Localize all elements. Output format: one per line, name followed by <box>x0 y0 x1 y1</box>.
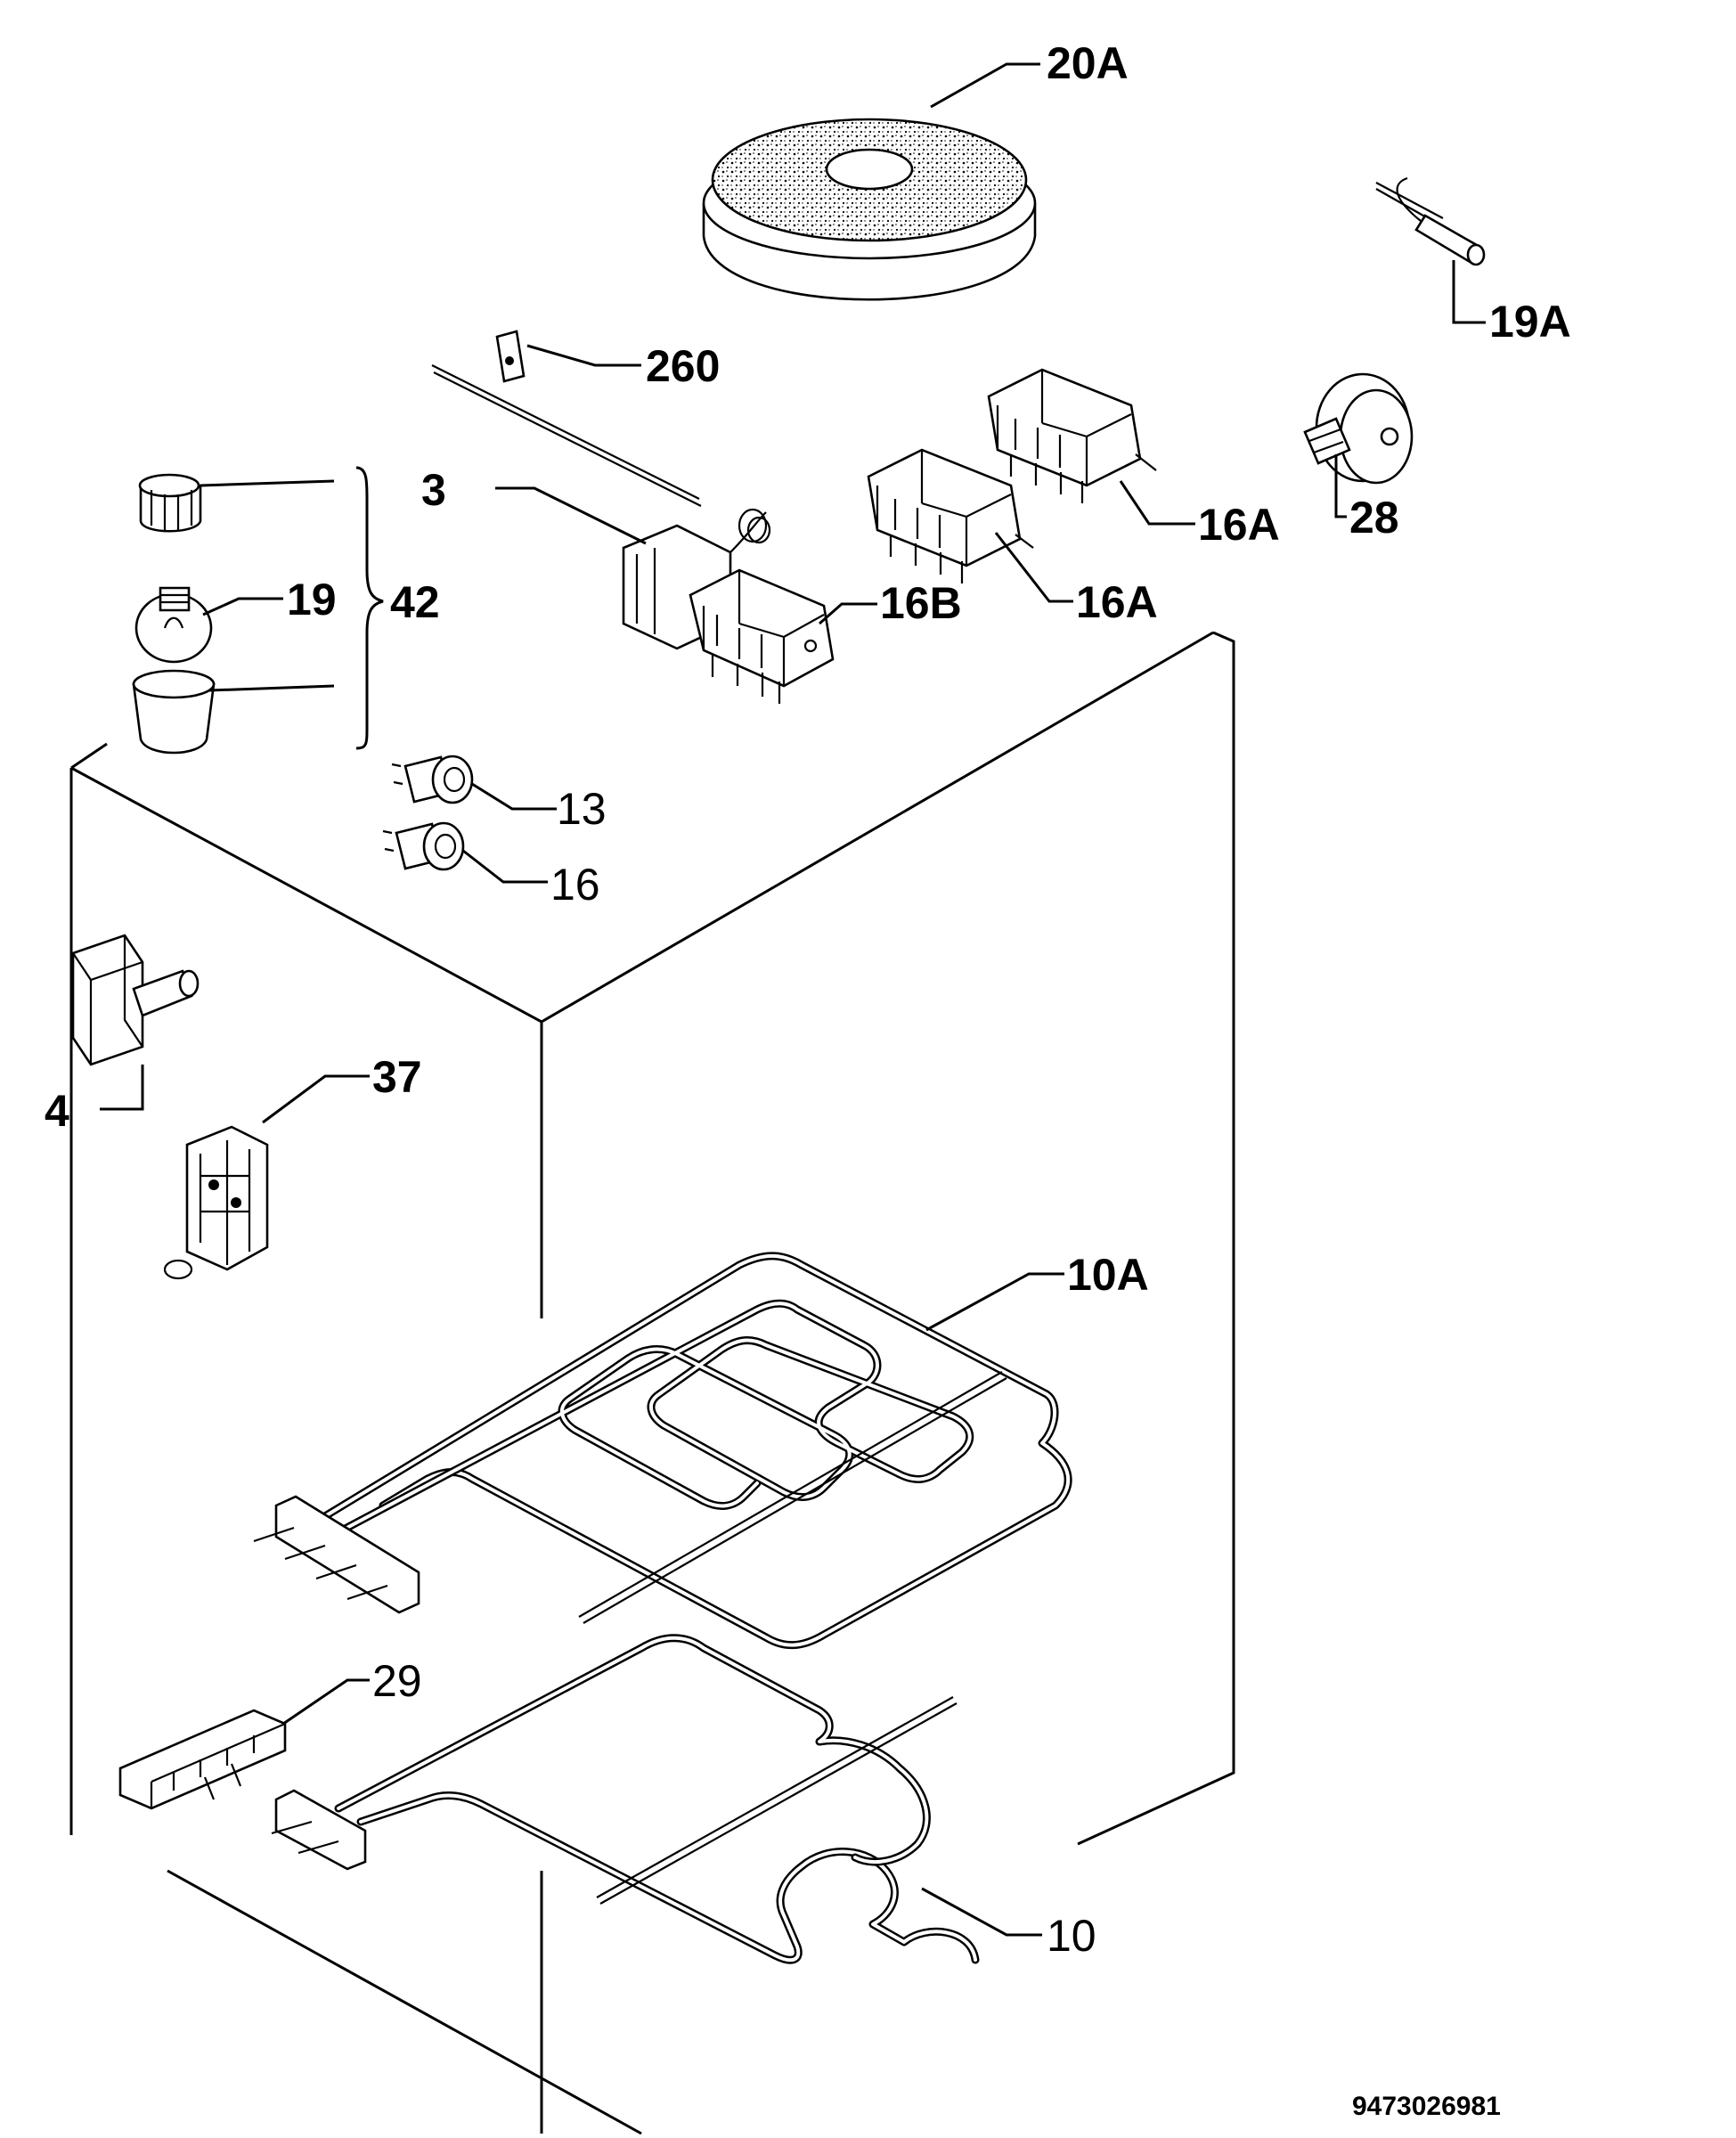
label-29: 29 <box>372 1656 422 1706</box>
label-42: 42 <box>390 577 440 627</box>
label-10A: 10A <box>1067 1250 1149 1300</box>
label-4: 4 <box>45 1086 69 1136</box>
label-19: 19 <box>287 575 337 624</box>
label-10: 10 <box>1047 1911 1096 1961</box>
label-13: 13 <box>557 784 607 834</box>
label-28: 28 <box>1349 493 1399 543</box>
switch-16A-lower <box>867 448 1034 583</box>
label-20A: 20A <box>1047 38 1129 88</box>
switch-16B <box>689 568 835 704</box>
grill-element-10A <box>253 1252 1072 1650</box>
lamp-bracket-brace <box>355 466 384 750</box>
label-16B: 16B <box>880 578 962 628</box>
switch-16A-upper <box>987 368 1157 503</box>
sensor-probe-19A <box>1375 176 1486 266</box>
bottom-element-10 <box>271 1634 980 1964</box>
capillary-bracket-260 <box>431 330 702 507</box>
lamp-bulb-19 <box>134 586 213 664</box>
cabinet-outline <box>69 631 1235 2135</box>
label-16A-upper: 16A <box>1198 500 1280 550</box>
timer-motor-28 <box>1303 372 1414 485</box>
label-19A: 19A <box>1489 297 1571 347</box>
lamp-holder <box>138 473 202 533</box>
label-37: 37 <box>372 1052 422 1102</box>
label-260: 260 <box>646 341 720 391</box>
label-16: 16 <box>550 860 600 910</box>
lamp-cover <box>132 669 216 755</box>
label-3: 3 <box>421 465 446 515</box>
indicator-lamp-16 <box>382 821 465 871</box>
indicator-lamp-13 <box>391 755 474 804</box>
terminal-block-29 <box>118 1709 287 1810</box>
drawing-number: 9473026981 <box>1352 2092 1501 2121</box>
energy-regulator-4 <box>71 934 200 1066</box>
hotplate-20A <box>702 118 1037 301</box>
label-16A-lower: 16A <box>1076 577 1158 627</box>
door-switch-37 <box>163 1125 269 1280</box>
leader-lines <box>100 62 1486 1937</box>
